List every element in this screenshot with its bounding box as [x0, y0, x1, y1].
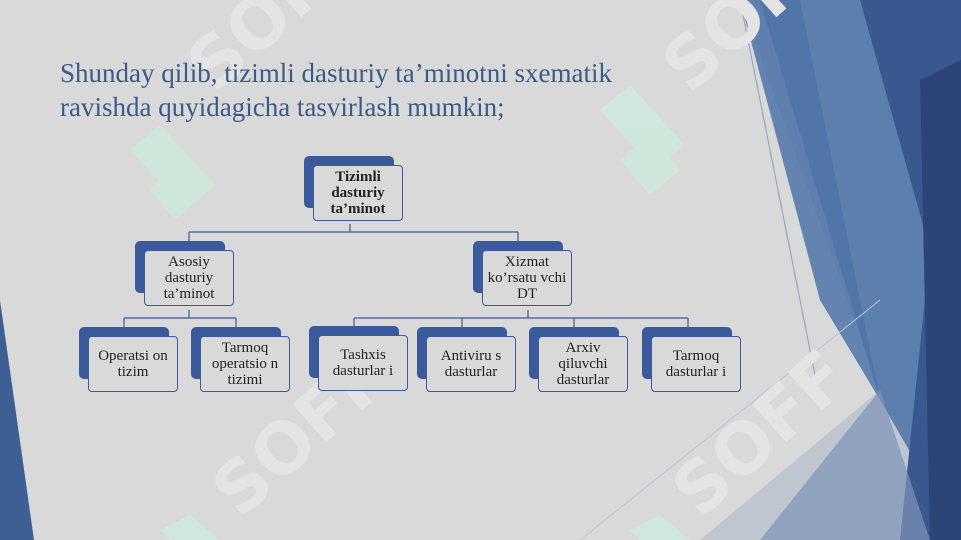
node-operatsion-tizim-box: Operatsi on tizim [88, 336, 178, 392]
node-antivirus-label: Antiviru s dasturlar [440, 348, 502, 380]
watermark-logo [130, 85, 690, 540]
node-arxiv-label: Arxiv qiluvchi dasturlar [556, 340, 610, 388]
node-root-box: Tizimli dasturiy ta’minot [313, 165, 403, 221]
node-operatsion-tizim-label: Operatsi on tizim [98, 348, 168, 380]
right-panel-darkest [920, 60, 961, 540]
right-panel-streak [740, 0, 880, 400]
left-accent-shape [0, 300, 34, 540]
node-antivirus-box: Antiviru s dasturlar [426, 336, 516, 392]
node-arxiv-box: Arxiv qiluvchi dasturlar [538, 336, 628, 392]
title-line-2: ravishda quyidagicha tasvirlash mumkin; [60, 92, 505, 122]
node-tarmoq-operatsion-label: Tarmoq operatsio n tizimi [211, 340, 279, 388]
node-tashxis-label: Tashxis dasturlar i [332, 347, 394, 379]
right-panel-bottom [760, 390, 930, 540]
node-xizmat-label: Xizmat ko’rsatu vchi DT [487, 254, 567, 302]
node-tarmoq-dasturlari-label: Tarmoq dasturlar i [665, 348, 727, 380]
node-tarmoq-dasturlari-box: Tarmoq dasturlar i [651, 336, 741, 392]
node-xizmat-box: Xizmat ko’rsatu vchi DT [482, 250, 572, 306]
title-line-1: Shunday qilib, tizimli dasturiy ta’minot… [60, 58, 612, 88]
node-tarmoq-operatsion-box: Tarmoq operatsio n tizimi [200, 336, 290, 392]
node-asosiy-label: Asosiy dasturiy ta’minot [163, 254, 215, 302]
node-tashxis-box: Tashxis dasturlar i [318, 335, 408, 391]
node-asosiy-box: Asosiy dasturiy ta’minot [144, 250, 234, 306]
node-root-label: Tizimli dasturiy ta’minot [330, 169, 386, 217]
slide-title: Shunday qilib, tizimli dasturiy ta’minot… [60, 56, 760, 124]
